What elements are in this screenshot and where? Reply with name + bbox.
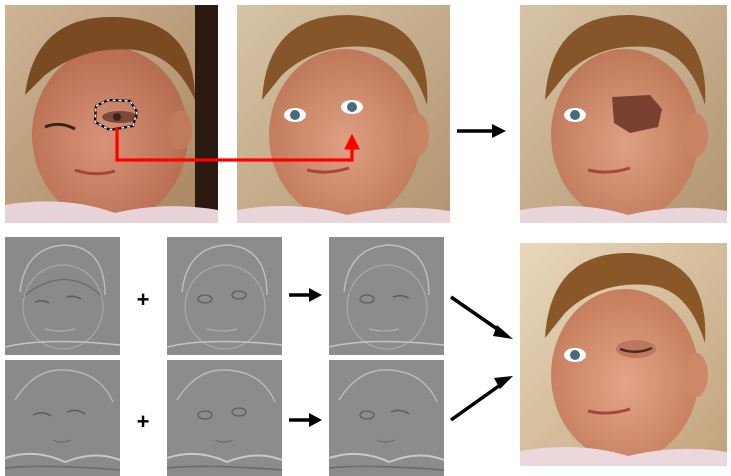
gradient-x-source-panel — [5, 237, 120, 355]
gradient-x-target-illustration — [167, 237, 282, 355]
arrow-gradient-x-combine-head — [309, 288, 322, 302]
arrow-x-to-result-head — [493, 325, 513, 339]
gradient-x-target-panel — [167, 237, 282, 355]
blended-face-illustration — [520, 243, 727, 466]
naive-paste-photo — [520, 5, 727, 223]
gradient-y-combined-panel — [329, 360, 444, 476]
source-face-illustration — [5, 5, 218, 223]
gradient-y-source-panel — [5, 360, 120, 476]
gradient-y-target-illustration — [167, 360, 282, 476]
plus-operator-top: + — [133, 289, 153, 311]
target-face-illustration — [237, 5, 450, 223]
arrow-gradient-y-combine-head — [309, 413, 322, 427]
poisson-blended-result-photo — [520, 243, 727, 466]
gradient-y-combined-illustration — [329, 360, 444, 476]
naive-paste-face-illustration — [520, 5, 727, 223]
arrow-y-to-result — [451, 383, 503, 420]
arrow-x-to-result — [451, 297, 503, 333]
source-photo-eye-closed — [5, 5, 218, 223]
arrow-to-naive-paste-head — [492, 124, 506, 138]
target-photo-eyes-open — [237, 5, 450, 223]
gradient-x-combined-illustration — [329, 237, 444, 355]
gradient-y-target-panel — [167, 360, 282, 476]
gradient-y-source-illustration — [5, 360, 120, 476]
gradient-x-combined-panel — [329, 237, 444, 355]
gradient-x-source-illustration — [5, 237, 120, 355]
arrow-y-to-result-head — [494, 376, 513, 389]
plus-operator-bottom: + — [133, 411, 153, 433]
